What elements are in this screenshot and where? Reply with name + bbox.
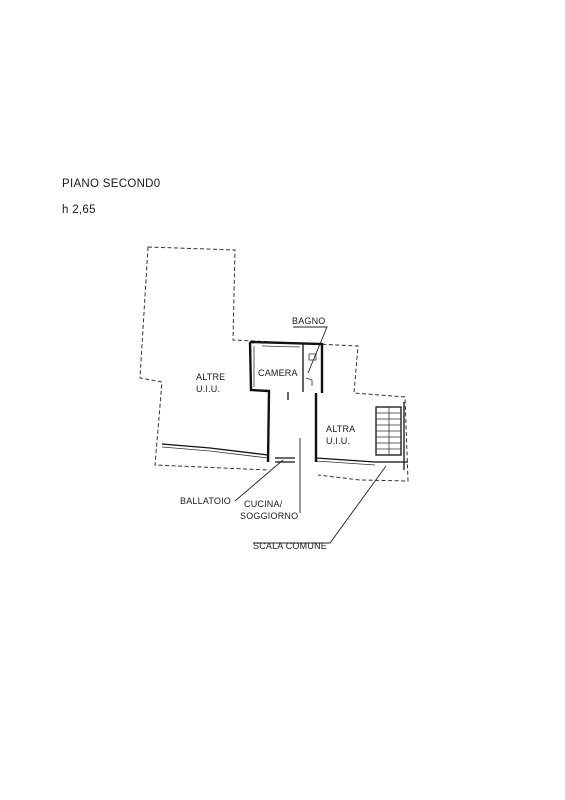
room-label-camera: CAMERA — [258, 368, 298, 378]
callout-ballatoio: BALLATOIO — [180, 496, 231, 506]
room-label-altra: ALTRA — [326, 424, 355, 434]
building-bottom-wall — [161, 443, 408, 463]
callout-soggiorno: SOGGIORNO — [240, 511, 298, 521]
callout-scala-comune: SCALA COMUNE — [253, 541, 327, 551]
leader-scala-comune — [253, 465, 387, 544]
leader-bagno — [293, 326, 328, 374]
ballatoio-door — [275, 457, 295, 463]
camera-inner-line — [253, 345, 301, 387]
room-label-altre: ALTRE — [196, 372, 225, 382]
floor-title: PIANO SECOND0 — [62, 178, 160, 190]
bagno-fixture — [308, 353, 317, 361]
ceiling-height: h 2,65 — [62, 204, 96, 216]
room-label-bagno: BAGNO — [292, 316, 326, 326]
room-label-altre-uiu: U.I.U. — [196, 384, 220, 394]
room-label-altra-uiu: U.I.U. — [326, 436, 350, 446]
callout-cucina: CUCINA/ — [244, 499, 283, 509]
bagno-door-swing — [305, 377, 313, 386]
stair-treads — [376, 412, 401, 450]
stair-scala-comune — [375, 402, 405, 470]
building-bottom-wall-inner — [161, 446, 376, 466]
leader-ballatoio — [234, 459, 284, 502]
apartment-walls — [248, 340, 324, 463]
